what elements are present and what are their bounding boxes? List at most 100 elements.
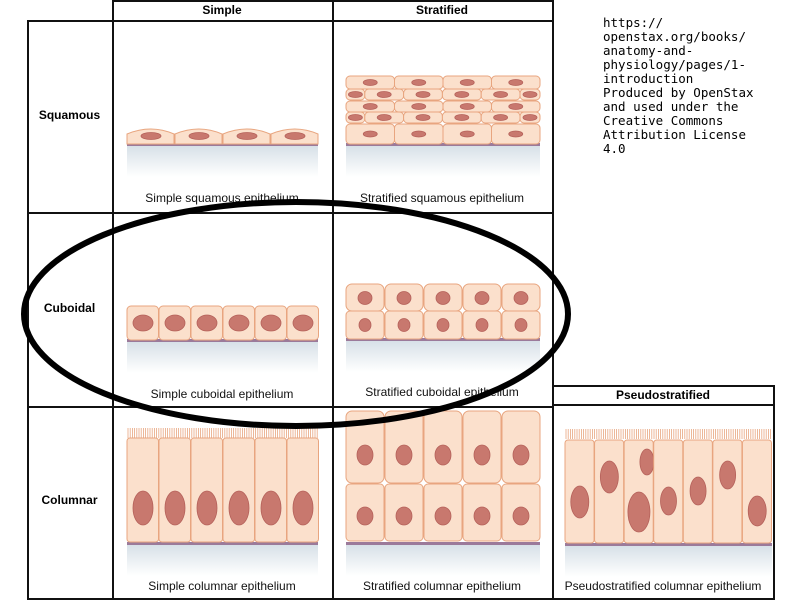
nucleus [397,318,411,332]
nucleus [362,130,378,138]
nucleus [474,291,490,305]
nucleus [132,314,154,332]
caption-simple-squamous: Simple squamous epithelium [145,191,299,205]
grid-line [112,0,114,600]
nucleus [475,318,489,332]
nucleus [376,114,392,121]
nucleus [415,91,431,98]
caption-simple-cuboidal: Simple cuboidal epithelium [150,387,294,401]
nucleus [196,314,218,332]
nucleus [459,79,475,86]
caption-simple-columnar: Simple columnar epithelium [148,579,296,593]
caption-stratified-cuboidal: Stratified cuboidal epithelium [365,385,519,399]
nucleus [395,506,413,526]
caption-stratified-columnar: Stratified columnar epithelium [362,579,522,593]
nucleus [522,91,538,98]
nucleus [493,91,509,98]
basement-membrane [127,542,318,545]
nucleus [719,460,737,490]
attribution-text: https:// openstax.org/books/ anatomy-and… [603,15,754,156]
cell [712,439,743,544]
row-label-squamous: Squamous [38,108,101,122]
nucleus [411,130,427,138]
nucleus [292,314,314,332]
caption-pseudostratified-columnar: Pseudostratified columnar epithelium [564,579,762,593]
nucleus [435,291,451,305]
nucleus [164,490,186,526]
row-label-cuboidal: Cuboidal [43,301,96,315]
nucleus [362,79,378,86]
nucleus [454,114,470,121]
nucleus [747,495,767,527]
nucleus [196,490,218,526]
connective-tissue [346,340,540,372]
cell [222,437,255,543]
cell [190,437,223,543]
nucleus [358,318,372,332]
connective-tissue [127,544,318,576]
nucleus [376,91,392,98]
nucleus [356,444,374,466]
basement-membrane [346,542,540,545]
nucleus [493,114,509,121]
grid-line [27,20,552,22]
cell [741,439,773,544]
nucleus [260,490,282,526]
nucleus [514,318,528,332]
cell [286,437,319,543]
nucleus [522,114,538,121]
nucleus [627,491,651,533]
connective-tissue [127,341,318,373]
nucleus [434,506,452,526]
cell [158,437,191,543]
nucleus [357,291,373,305]
caption-stratified-squamous: Stratified squamous epithelium [359,191,525,205]
connective-tissue [565,545,772,577]
nucleus [434,444,452,466]
nucleus [473,444,491,466]
nucleus [415,114,431,121]
nucleus [411,79,427,86]
nucleus [599,460,619,494]
connective-tissue [346,544,540,576]
nucleus [660,486,677,516]
nucleus [570,485,590,519]
column-header-pseudostratified: Pseudostratified [615,388,711,402]
nucleus [228,314,250,332]
nucleus [188,132,210,140]
cell [126,437,159,543]
nucleus [164,314,186,332]
nucleus [508,103,524,110]
nucleus [454,91,470,98]
nucleus [236,132,258,140]
grid-line [773,385,775,600]
nucleus [513,291,529,305]
basement-membrane [565,543,772,546]
nucleus [292,490,314,526]
grid-line [27,212,552,214]
nucleus [140,132,162,140]
nucleus [356,506,374,526]
nucleus [362,103,378,110]
grid-line [552,404,774,406]
grid-line [27,406,552,408]
grid-line [552,385,774,387]
nucleus [260,314,282,332]
grid-line [27,598,774,600]
nucleus [396,291,412,305]
nucleus [689,476,707,506]
grid-line [552,0,554,600]
nucleus [508,79,524,86]
nucleus [459,103,475,110]
nucleus [347,114,363,121]
row-label-columnar: Columnar [41,493,98,507]
nucleus [228,490,250,526]
nucleus [639,448,655,476]
cell [254,437,287,543]
nucleus [436,318,450,332]
basement-membrane [346,143,540,146]
nucleus [132,490,154,526]
column-header-simple: Simple [202,3,242,17]
connective-tissue [127,145,318,177]
nucleus [395,444,413,466]
